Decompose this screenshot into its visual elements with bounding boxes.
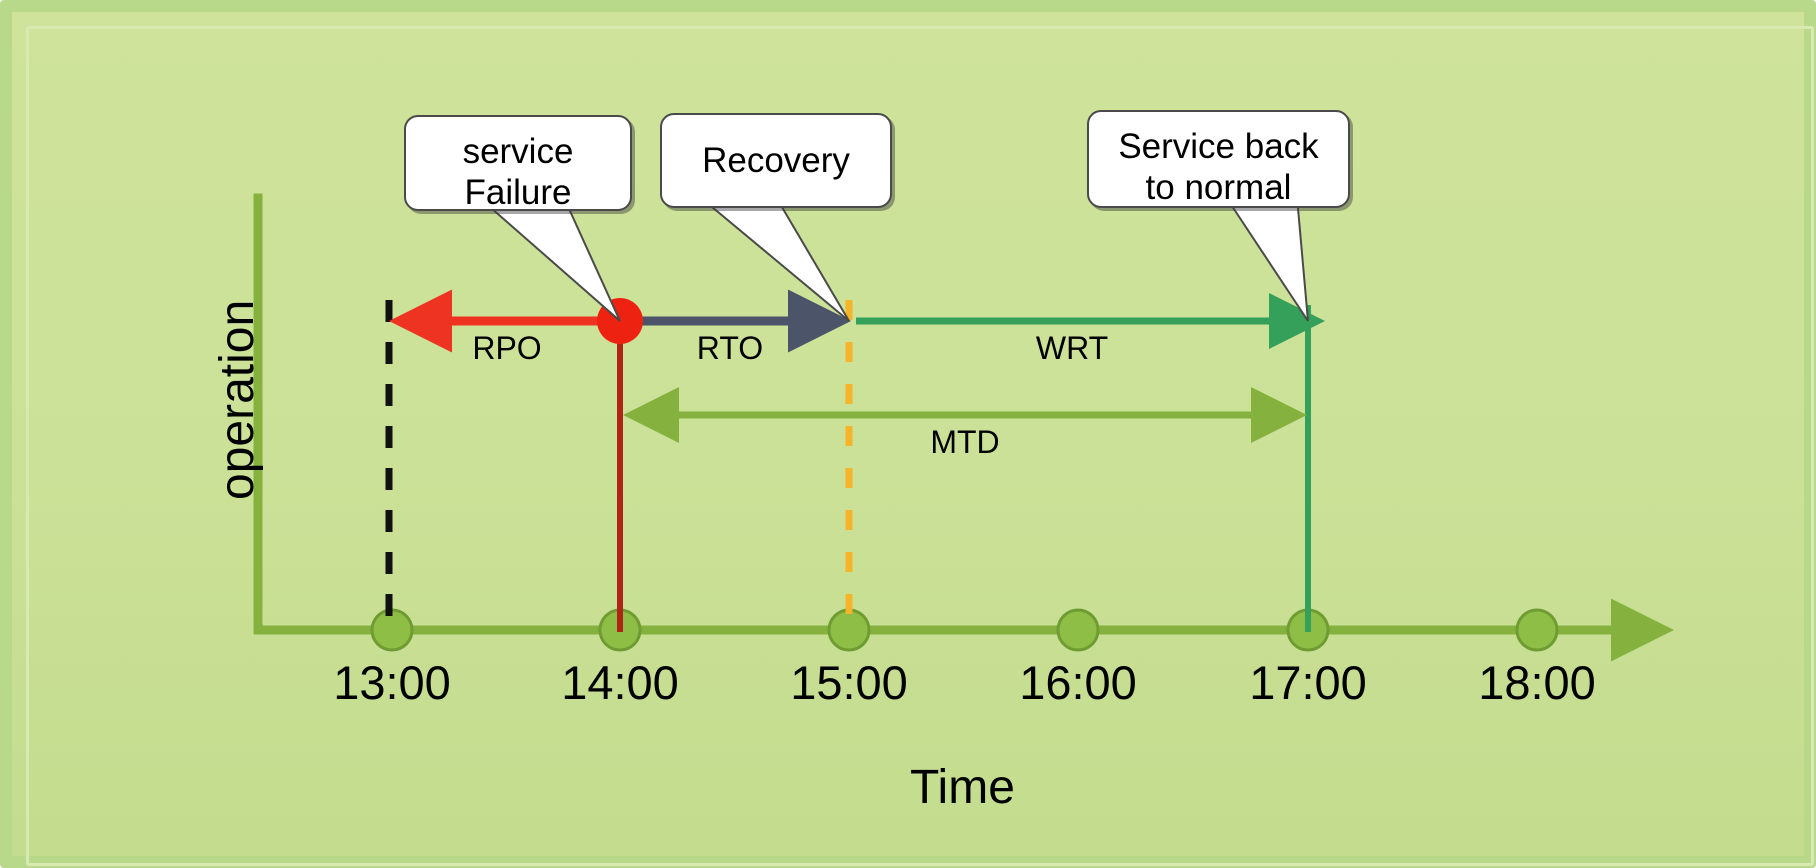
interval-label-mtd: MTD: [930, 424, 1000, 460]
tick-dots: [370, 608, 1559, 652]
y-axis-label: operation: [211, 299, 264, 500]
recovery-tail: [697, 196, 850, 322]
x-tick-label-14: 14:00: [561, 656, 679, 709]
callout-service-back-line1: Service back: [1118, 127, 1319, 166]
x-tick-label-16: 16:00: [1019, 656, 1137, 709]
marker-lines: [385, 300, 1311, 632]
callout-recovery-line1: Recovery: [702, 140, 850, 180]
tick-dot-16: [1056, 608, 1100, 652]
callout-service-failure-line2: Failure: [464, 173, 572, 213]
x-tick-label-15: 15:00: [790, 656, 908, 709]
interval-label-rto: RTO: [696, 330, 764, 366]
service-failure-tail: [479, 199, 621, 322]
callout-service-failure[interactable]: service Failure: [404, 115, 632, 213]
callout-recovery[interactable]: Recovery: [660, 113, 892, 208]
x-axis-label: Time: [910, 761, 1015, 814]
callout-service-back-to-normal[interactable]: Service back to normal: [1087, 110, 1350, 208]
service-back-tail: [1224, 196, 1309, 322]
callout-service-back-line2: to normal: [1145, 168, 1292, 208]
interval-label-wrt: WRT: [1035, 330, 1109, 366]
x-tick-label-18: 18:00: [1478, 656, 1596, 709]
interval-label-rpo: RPO: [472, 330, 542, 366]
callout-tails: [479, 196, 1309, 322]
tick-dot-18: [1515, 608, 1559, 652]
x-tick-label-17: 17:00: [1249, 656, 1367, 709]
interval-arrows: [389, 289, 1325, 443]
tick-dot-15: [827, 608, 871, 652]
x-tick-label-13: 13:00: [333, 656, 451, 709]
callout-service-failure-line1: service: [462, 132, 574, 171]
axis-group: [253, 193, 1674, 662]
